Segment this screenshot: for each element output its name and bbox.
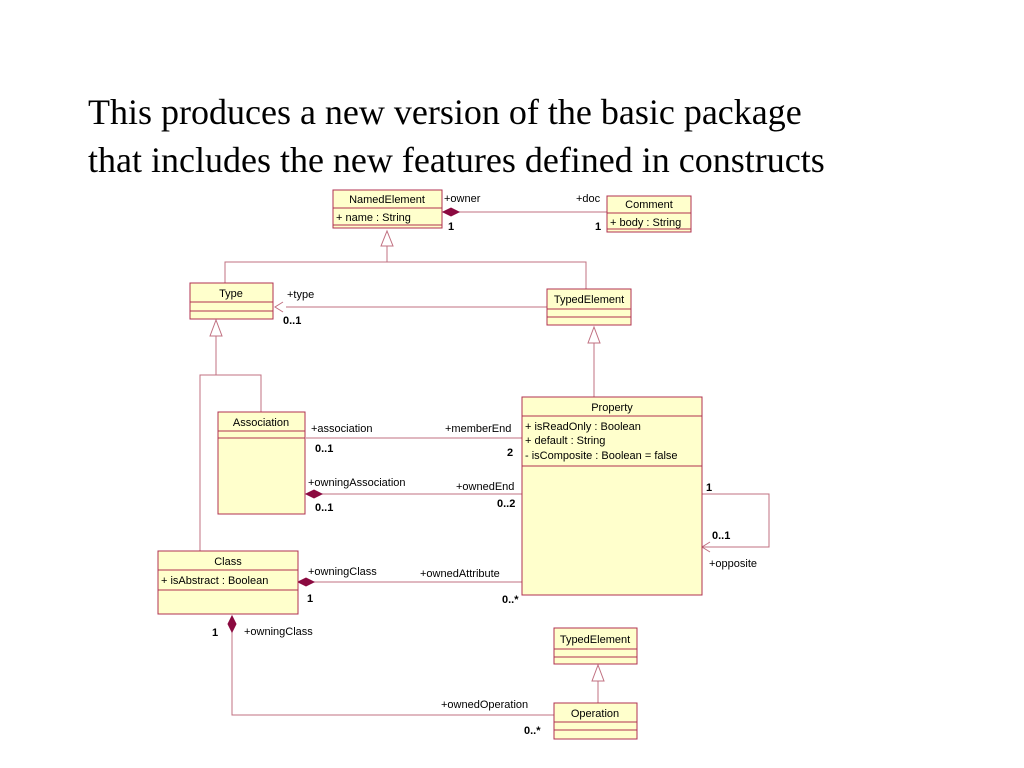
class-class-attr-isabstract: + isAbstract : Boolean [161, 575, 268, 587]
owned-attribute-multiplicity: 0..* [502, 594, 519, 606]
class-typedelement-bottom-name: TypedElement [560, 634, 630, 646]
association-role-label: +association [311, 423, 372, 435]
class-namedelement-name: NamedElement [349, 194, 425, 206]
owning-class-operation-role-label: +owningClass [244, 626, 313, 638]
self-association-multiplicity-bottom: 0..1 [712, 530, 730, 542]
opposite-self-association-line [702, 493, 770, 548]
slide-title: This produces a new version of the basic… [88, 88, 988, 184]
slide-title-line-1: This produces a new version of the basic… [88, 92, 802, 132]
class-type-name: Type [219, 288, 243, 300]
owner-role-label: +owner [444, 193, 481, 205]
owned-operation-role-label: +ownedOperation [441, 699, 528, 711]
member-end-multiplicity: 2 [507, 447, 513, 459]
owning-class-operation-multiplicity: 1 [212, 627, 218, 639]
class-namedelement-attr-name: + name : String [336, 212, 411, 224]
class-comment: Comment + body : String [606, 195, 692, 233]
owning-association-role-label: +owningAssociation [308, 477, 406, 489]
class-property-name: Property [591, 402, 633, 414]
class-comment-attr-body: + body : String [610, 217, 681, 229]
class-class-name: Class [214, 556, 242, 568]
type-role-label: +type [287, 289, 314, 301]
class-type: Type [189, 282, 274, 320]
owned-operation-multiplicity: 0..* [524, 725, 541, 737]
type-generalization-line [199, 374, 262, 551]
doc-role-label: +doc [576, 193, 601, 205]
owning-association-multiplicity: 0..1 [315, 502, 333, 514]
class-class: Class + isAbstract : Boolean [157, 550, 299, 615]
self-association-multiplicity-top: 1 [706, 482, 712, 494]
owning-class-attribute-role-label: +owningClass [308, 566, 377, 578]
opposite-role-label: +opposite [709, 558, 757, 570]
owning-class-attribute-diamond [296, 577, 316, 587]
member-end-role-label: +memberEnd [445, 423, 511, 435]
class-property-attr-default: + default : String [525, 435, 605, 447]
class-typedelement-name: TypedElement [554, 294, 624, 306]
owned-end-role-label: +ownedEnd [456, 481, 514, 493]
type-arrowhead [274, 301, 284, 313]
type-multiplicity: 0..1 [283, 315, 301, 327]
namedelement-generalization-line [224, 261, 587, 289]
class-association: Association [217, 411, 306, 515]
association-multiplicity: 0..1 [315, 443, 333, 455]
owning-association-diamond [304, 489, 324, 499]
class-property-attr-isreadonly: + isReadOnly : Boolean [525, 421, 641, 433]
type-generalization-triangle [209, 318, 223, 337]
slide-title-line-2: that includes the new features defined i… [88, 140, 825, 180]
operation-generalization-triangle [591, 663, 605, 682]
owned-end-multiplicity: 0..2 [497, 498, 515, 510]
class-typedelement: TypedElement [546, 288, 632, 326]
owned-operation-line [231, 632, 554, 716]
doc-multiplicity: 1 [595, 221, 601, 233]
namedelement-generalization-triangle [380, 229, 394, 247]
class-typedelement-bottom: TypedElement [553, 627, 638, 665]
owner-composition-diamond [441, 207, 461, 217]
owning-class-attribute-multiplicity: 1 [307, 593, 313, 605]
owner-multiplicity: 1 [448, 221, 454, 233]
class-operation: Operation [553, 702, 638, 740]
owned-attribute-role-label: +ownedAttribute [420, 568, 500, 580]
property-generalization-triangle [587, 325, 601, 344]
class-operation-name: Operation [571, 708, 619, 720]
class-property-attr-iscomposite: - isComposite : Boolean = false [525, 450, 678, 462]
class-property: Property + isReadOnly : Boolean + defaul… [521, 396, 703, 596]
class-namedelement: NamedElement + name : String [332, 189, 443, 229]
class-association-name: Association [233, 417, 289, 429]
class-comment-name: Comment [625, 199, 673, 211]
owning-class-operation-diamond [227, 614, 237, 634]
